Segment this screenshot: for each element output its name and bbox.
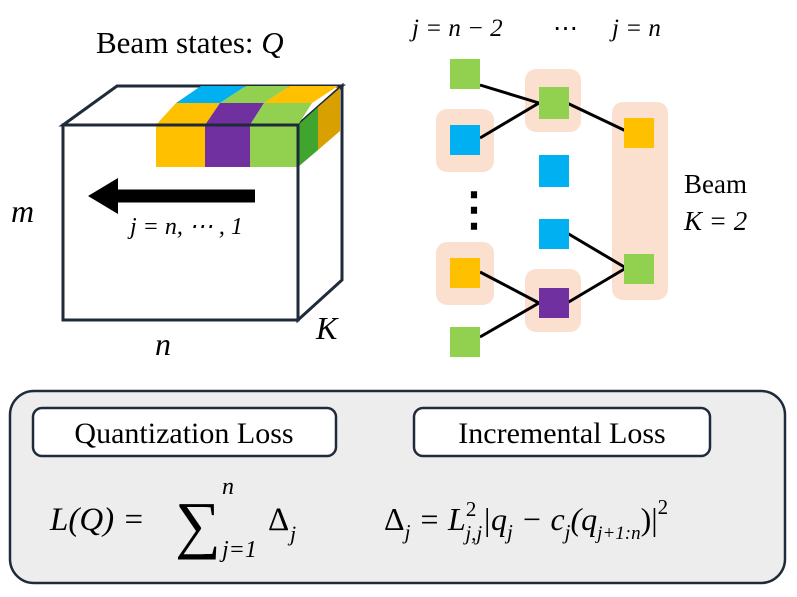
formula-l-lower: j=1 — [219, 537, 257, 563]
cube-title-var: Q — [261, 25, 283, 60]
node-purple-selected — [539, 288, 569, 318]
cell-mid-1 — [156, 103, 220, 125]
cell-front-purple — [205, 125, 250, 167]
iteration-label: j = n, ⋯ , 1 — [127, 214, 243, 240]
delta-lhs: Δ — [384, 501, 405, 537]
cell-back-3 — [264, 86, 338, 103]
node-yellow — [450, 258, 480, 288]
formula-l-upper: n — [222, 474, 234, 500]
beam-state-cube: j = n, ⋯ , 1 Beam states: Q m n K — [11, 25, 346, 362]
delta-body3-sub: j+1:n — [594, 523, 640, 544]
edge — [566, 101, 627, 133]
edge — [479, 301, 540, 339]
beam-search-tree: j = n − 2 ⋯ j = n ⋮ — [409, 15, 747, 357]
cell-front-green — [250, 125, 298, 167]
delta-body1: |q — [482, 501, 507, 537]
cell-side-2 — [318, 88, 340, 150]
cell-mid-2 — [205, 103, 264, 125]
delta-sup: 2 — [466, 497, 477, 521]
edge — [566, 266, 627, 305]
node-blue — [539, 219, 569, 249]
delta-body4: )| — [641, 501, 658, 537]
edge — [479, 270, 540, 305]
delta-sub: j,j — [462, 521, 482, 545]
node-yellow-selected — [624, 118, 654, 148]
formula-l-sum: ∑ — [175, 489, 221, 560]
cell-back-2 — [220, 86, 290, 103]
node-green — [450, 327, 480, 357]
cell-side-1 — [298, 107, 318, 167]
dimension-label-n: n — [155, 326, 171, 362]
tree-vdots: ⋮ — [451, 184, 497, 235]
delta-lhs-sub: j — [402, 520, 411, 544]
formula-l-lhs: L(Q) = — [49, 502, 145, 538]
dimension-label-m: m — [11, 193, 34, 229]
delta-body3: (q — [571, 501, 598, 537]
delta-body2: − c — [513, 501, 565, 537]
cube-title-text: Beam states: — [96, 25, 261, 60]
edge — [566, 231, 627, 270]
quantization-loss-label: Quantization Loss — [74, 417, 293, 450]
edge — [479, 101, 540, 140]
cell-mid-3 — [250, 103, 312, 125]
node-green-selected — [539, 87, 569, 119]
beam-size-label: K = 2 — [683, 206, 747, 236]
loss-panel: Quantization Loss Incremental Loss L(Q) … — [8, 389, 787, 585]
edge — [479, 83, 540, 105]
tree-header-dots: ⋯ — [553, 15, 578, 42]
quantization-loss-formula: L(Q) = ∑ n j=1 Δ j — [49, 474, 296, 563]
quantization-loss-box — [31, 406, 338, 458]
delta-eq: = L — [410, 501, 465, 537]
beam-highlight-right — [612, 102, 668, 300]
cube-title: Beam states: Q — [96, 25, 284, 60]
incremental-loss-label: Incremental Loss — [458, 417, 665, 450]
delta-body4-sup: 2 — [658, 495, 669, 519]
tree-header-left: j = n − 2 — [409, 15, 503, 42]
tree-header-right: j = n — [609, 15, 661, 42]
node-blue — [539, 155, 569, 187]
formula-l-term: Δ — [268, 502, 289, 538]
beam-label: Beam — [684, 169, 747, 199]
incremental-loss-box — [412, 406, 712, 458]
node-green — [450, 59, 480, 89]
node-green-selected — [624, 254, 654, 284]
cell-back-1 — [176, 86, 246, 103]
dimension-label-k: K — [315, 310, 339, 346]
tree-edges — [479, 83, 627, 339]
delta-body1-sub: j — [504, 520, 513, 544]
cell-front-yellow — [156, 125, 205, 167]
delta-body2-sub: j — [562, 520, 571, 544]
iteration-arrow-head — [88, 178, 118, 214]
cube-front-face — [61, 123, 300, 322]
node-blue — [450, 125, 480, 155]
formula-l-term-sub: j — [287, 521, 296, 546]
